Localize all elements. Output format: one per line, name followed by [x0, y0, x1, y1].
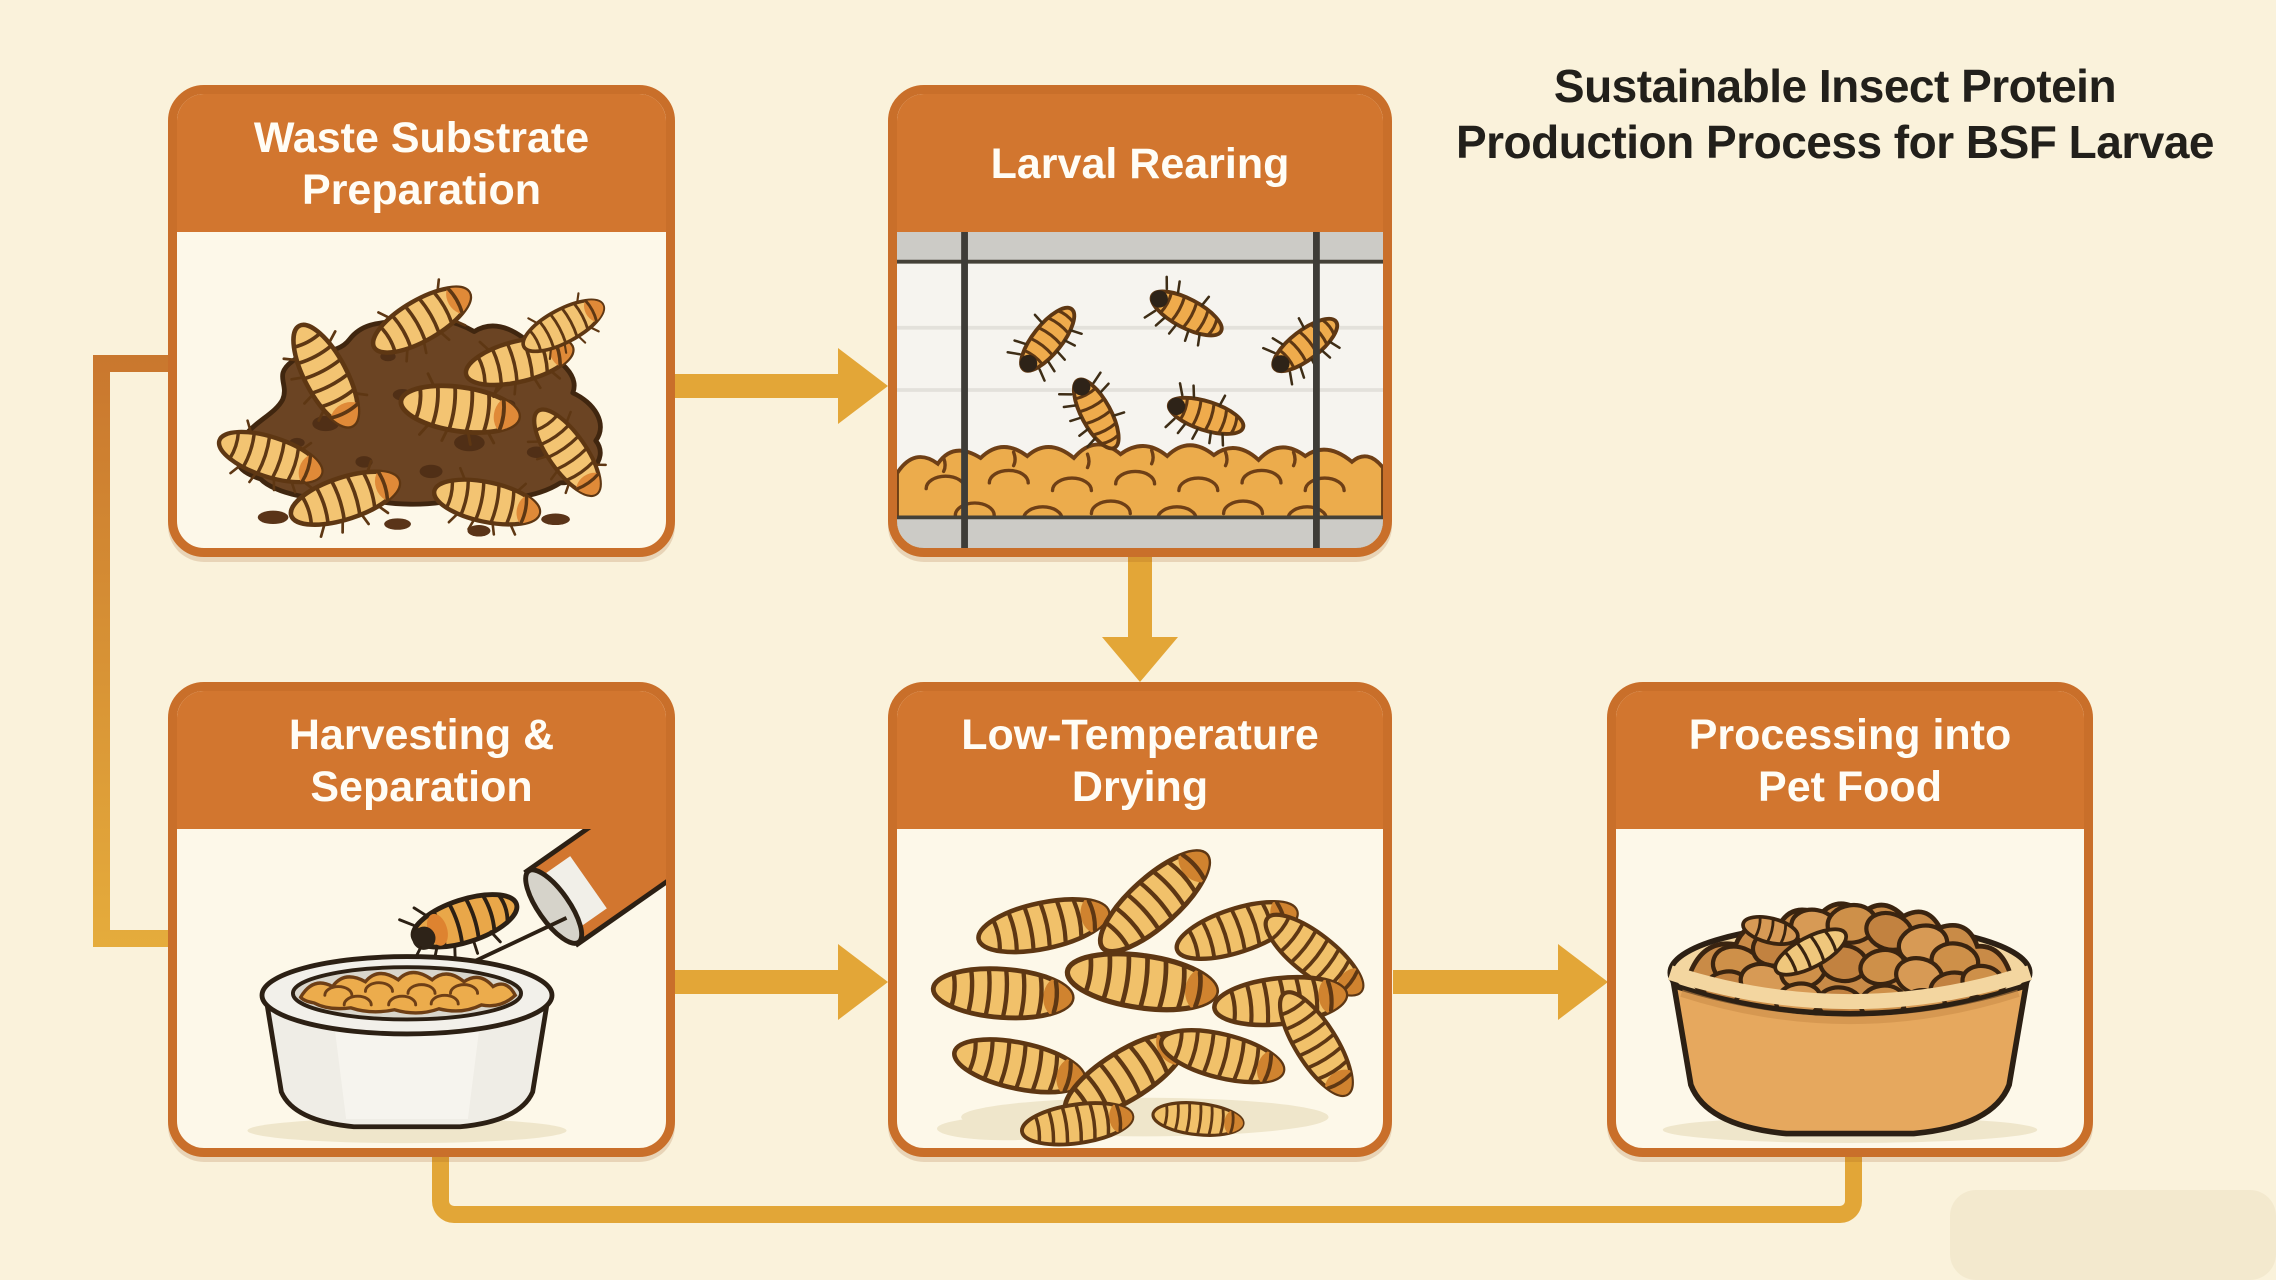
arrow-shaft — [675, 970, 845, 994]
step-label-waste-substrate-preparation: Waste Substrate Preparation — [177, 94, 666, 232]
step-box-harvesting-separation: Harvesting & Separation — [168, 682, 675, 1157]
step-label-line: Preparation — [302, 166, 541, 214]
step-label-larval-rearing: Larval Rearing — [897, 94, 1383, 232]
step-label-line: Waste Substrate — [253, 114, 590, 163]
step-label-line: Pet Food — [1758, 763, 1942, 811]
page-title-line2: Production Process for BSF Larvae — [1455, 116, 2215, 169]
arrow-shaft — [675, 374, 845, 398]
arrow-head-down-icon — [1102, 637, 1178, 682]
arrow-shaft — [1393, 970, 1563, 994]
step-label-line: Harvesting & — [288, 711, 555, 760]
step-label-line: Drying — [1071, 763, 1209, 811]
step-label-line: Larval Rearing — [990, 140, 1290, 189]
harvesting-bowl-icon — [247, 829, 666, 1144]
step-box-processing-into-pet-food: Processing into Pet Food — [1607, 682, 2093, 1157]
pet-food-bowl-icon — [1662, 901, 2038, 1143]
step-label-low-temperature-drying: Low-Temperature Drying — [897, 691, 1383, 829]
step-label-line: Low-Temperature — [961, 711, 1319, 760]
larvae-rearing-container-illustration — [897, 232, 1383, 548]
connector-waste-to-harvesting — [93, 355, 170, 947]
step-label-line: Processing into — [1688, 711, 2012, 760]
step-label-processing-into-pet-food: Processing into Pet Food — [1616, 691, 2084, 829]
step-box-waste-substrate-preparation: Waste Substrate Preparation — [168, 85, 675, 557]
arrow-head-right-icon — [838, 348, 888, 424]
larvae-on-compost-pile-illustration — [177, 232, 666, 548]
step-box-larval-rearing: Larval Rearing — [888, 85, 1392, 557]
step-label-harvesting-separation: Harvesting & Separation — [177, 691, 666, 829]
dried-larvae-icon — [897, 829, 1383, 1148]
arrow-shaft — [1128, 557, 1152, 641]
corner-shade — [1950, 1190, 2276, 1280]
arrow-head-right-icon — [1558, 944, 1608, 1020]
dried-larvae-illustration — [897, 829, 1383, 1148]
step-box-low-temperature-drying: Low-Temperature Drying — [888, 682, 1392, 1157]
page-title-line1: Sustainable Insect Protein — [1553, 60, 2117, 112]
step-label-line: Separation — [310, 763, 533, 811]
connector-harvesting-to-petfood — [432, 1157, 1862, 1223]
harvesting-bowl-illustration — [177, 829, 666, 1148]
rearing-container-icon — [897, 232, 1383, 548]
page-title: Sustainable Insect Protein Production Pr… — [1430, 58, 2240, 170]
pet-food-bowl-illustration — [1616, 829, 2084, 1148]
arrow-head-right-icon — [838, 944, 888, 1020]
compost-pile-icon — [177, 232, 666, 548]
